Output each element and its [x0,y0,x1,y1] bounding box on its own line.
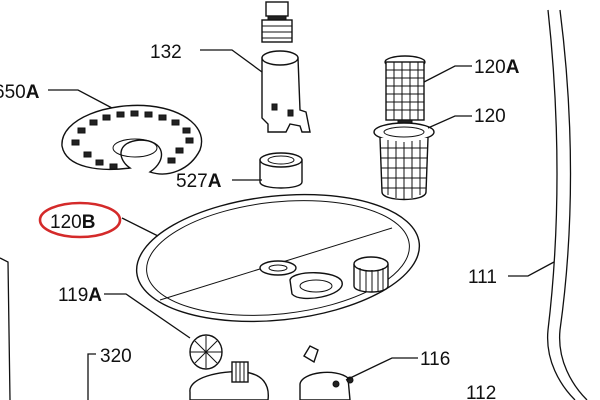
part-527a-ring [259,152,303,189]
labels: 132 120A 120 650A 527A 120B 111 119A 320… [0,42,520,400]
part-132-pipe [261,1,311,133]
part-120b-plate [135,193,421,323]
part-650a-plate [61,104,203,175]
part-120-filter [373,122,435,201]
housing-wall [546,9,588,400]
part-116-fitting [299,345,354,400]
label-112: 112 [466,383,496,400]
highlight-circle-120b [38,201,122,239]
label-120: 120 [474,106,506,127]
part-120a-filter [384,55,426,133]
label-120a: 120A [474,57,520,78]
label-320: 320 [100,346,132,367]
label-132: 132 [150,42,182,63]
part-119a-wheel [189,334,223,370]
label-120b: 120B [50,212,95,233]
label-119a: 119A [58,285,102,306]
left-box-edge [0,257,11,400]
label-650a: 650A [0,82,40,103]
leader-lines [48,49,555,400]
label-116: 116 [420,349,450,370]
label-111: 111 [468,267,497,288]
label-527a: 527A [176,171,222,192]
part-320-pump [189,361,269,400]
